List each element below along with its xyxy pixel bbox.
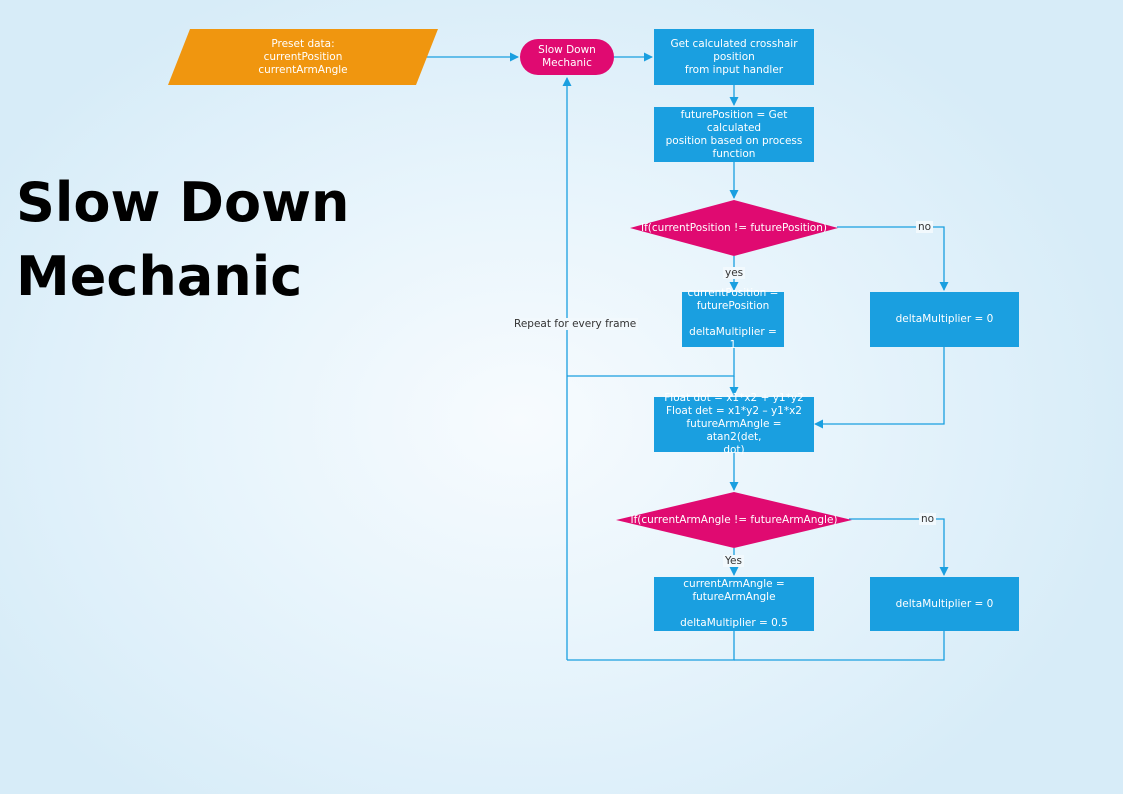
diagram-title: Slow Down Mechanic (16, 171, 350, 308)
edge-bottom-loop (567, 631, 735, 661)
delta-zero-node-2: deltaMultiplier = 0 (870, 577, 1019, 631)
compute-angle-node: Float dot = x1*x2 + y1*y2 Float det = x1… (654, 392, 814, 456)
edge-label-no-2: no (919, 513, 937, 525)
edge-deltazero2-to-loop (734, 631, 945, 661)
future-position-node: futurePosition = Get calculated position… (654, 107, 814, 162)
edge-label-yes-2: Yes (723, 555, 744, 567)
get-crosshair-node: Get calculated crosshair position from i… (654, 29, 814, 85)
decision-position-text: If(currentPosition != futurePosition) (641, 221, 827, 234)
edge-label-no-1: no (916, 221, 934, 233)
edge-deltazero1-to-compute (814, 347, 945, 429)
preset-data-text: Preset data: currentPosition currentArmA… (258, 37, 348, 76)
preset-data-node: Preset data: currentPosition currentArmA… (168, 29, 438, 85)
delta-zero-node-1: deltaMultiplier = 0 (870, 292, 1019, 347)
set-position-node: currentPosition = futurePosition deltaMu… (682, 287, 784, 351)
decision-angle-text: If(currentArmAngle != futureArmAngle) (630, 513, 838, 526)
decision-position-node: If(currentPosition != futurePosition) (630, 200, 838, 256)
start-node: Slow Down Mechanic (520, 39, 614, 75)
edge-label-yes-1: yes (723, 267, 746, 279)
decision-angle-node: If(currentArmAngle != futureArmAngle) (616, 492, 852, 548)
edge-label-loop: Repeat for every frame (512, 318, 639, 330)
edge-decision2-no (849, 518, 949, 576)
edge-decision1-no (837, 226, 949, 291)
set-angle-node: currentArmAngle = futureArmAngle deltaMu… (654, 577, 814, 631)
